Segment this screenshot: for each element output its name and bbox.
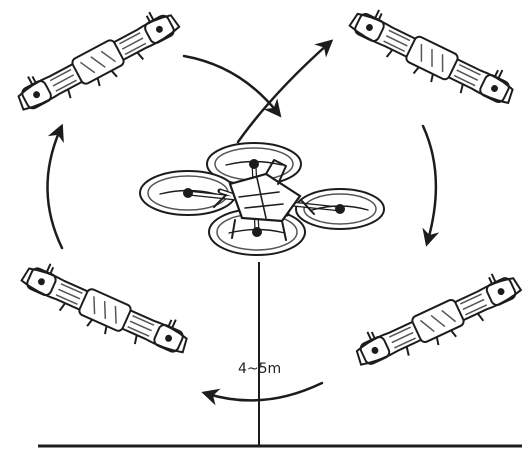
drone-bottom-left xyxy=(15,256,193,366)
drone-bottom-right xyxy=(350,266,527,379)
arrow-up-left xyxy=(47,130,62,248)
drone-center xyxy=(140,143,384,255)
drone-top-left xyxy=(11,3,186,123)
arrow-clockwise-top xyxy=(184,56,277,112)
drone-top-right xyxy=(343,1,520,116)
arrow-counterclockwise-bottom xyxy=(208,383,322,400)
arrow-clockwise-right xyxy=(423,126,436,240)
arrow-takeoff-up-right xyxy=(238,44,328,142)
distance-label: 4~5m xyxy=(238,361,281,377)
